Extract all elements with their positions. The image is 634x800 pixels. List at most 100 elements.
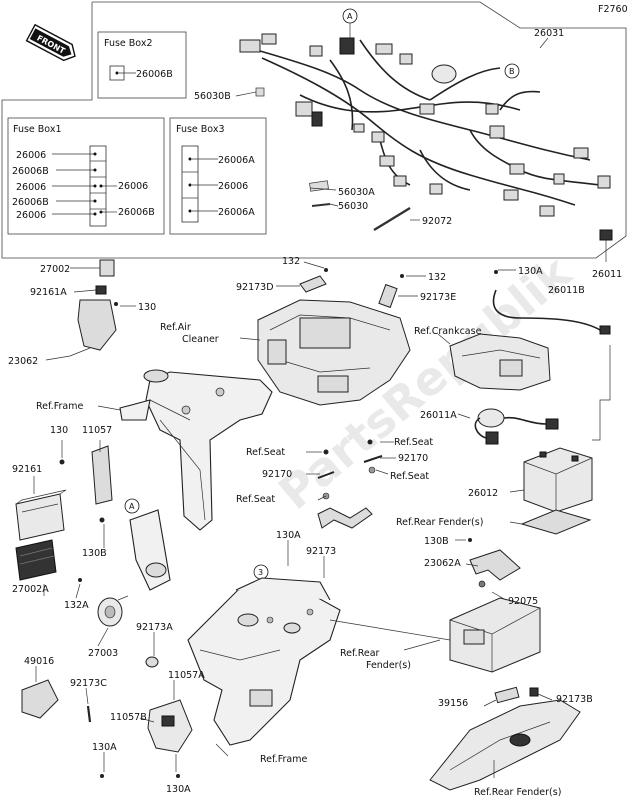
relay-26011a xyxy=(474,408,559,445)
part-labels: 26031 56030B 56030A 56030 92072 26011 27… xyxy=(8,28,622,798)
label-ref-seat-b: Ref.Seat xyxy=(246,447,285,458)
fuse-box3-part-1: 26006 xyxy=(218,181,248,192)
relay-27002 xyxy=(69,259,118,357)
label-92173D: 92173D xyxy=(236,282,274,293)
fuse-box1-title: Fuse Box1 xyxy=(13,124,61,135)
fuse-box3-part-0: 26006A xyxy=(218,155,255,166)
label-132-b: 132 xyxy=(428,272,446,283)
label-ref-rear-fender-b1: Ref.Rear xyxy=(340,648,380,659)
bracket-11057a xyxy=(147,699,193,753)
label-132-a: 132 xyxy=(282,256,300,267)
label-27002: 27002 xyxy=(40,264,70,275)
label-92170-a: 92170 xyxy=(262,469,292,480)
leader-lines xyxy=(33,37,607,778)
fuse-box1-right-1: 26006B xyxy=(118,207,155,218)
label-ref-air-1: Ref.Air xyxy=(160,322,191,333)
label-92161A: 92161A xyxy=(30,287,67,298)
fuse-box2-group: Fuse Box2 26006B xyxy=(97,31,187,99)
label-92075: 92075 xyxy=(508,596,538,607)
callout-A-top: A xyxy=(342,8,358,40)
ecu-unit xyxy=(15,489,67,541)
label-ref-frame-b: Ref.Frame xyxy=(260,754,307,765)
label-ref-rear-fender-c: Ref.Rear Fender(s) xyxy=(474,787,561,798)
label-92173C: 92173C xyxy=(70,678,107,689)
label-92173A: 92173A xyxy=(136,622,173,633)
main-frame xyxy=(119,369,273,591)
seat-bracket xyxy=(317,439,383,529)
label-92173: 92173 xyxy=(306,546,336,557)
fuse-box1-group: Fuse Box1 26006 26006B 26006 26006B 2600… xyxy=(7,117,165,235)
crankcase-shape xyxy=(449,333,551,391)
label-132A: 132A xyxy=(64,600,89,611)
label-ref-frame-a: Ref.Frame xyxy=(36,401,83,412)
label-39156: 39156 xyxy=(438,698,468,709)
regulator-27002a xyxy=(15,539,57,581)
fuse-box1-left-2: 26006 xyxy=(16,182,46,193)
bracket-92173e xyxy=(378,274,404,309)
label-130A-c: 130A xyxy=(92,742,117,753)
cover-49016 xyxy=(21,679,59,719)
label-130B-b: 130B xyxy=(424,536,449,547)
svg-text:A: A xyxy=(129,502,135,511)
label-ref-rear-fender-a: Ref.Rear Fender(s) xyxy=(396,517,483,528)
fuse-box1-left-4: 26006 xyxy=(16,210,46,221)
rear-fender xyxy=(429,686,581,791)
callout-B-top: B xyxy=(504,63,520,79)
label-26012: 26012 xyxy=(468,488,498,499)
svg-text:B: B xyxy=(509,67,515,76)
battery-26012 xyxy=(523,345,611,513)
label-130-b: 130 xyxy=(50,425,68,436)
fuse-box1-left-3: 26006B xyxy=(12,197,49,208)
figure-code: F2760 xyxy=(598,4,628,15)
fuse-box3-title: Fuse Box3 xyxy=(176,124,224,135)
label-92173E: 92173E xyxy=(420,292,456,303)
label-23062A: 23062A xyxy=(424,558,461,569)
bracket-23062a xyxy=(468,538,521,588)
fuse-box1-left-0: 26006 xyxy=(16,150,46,161)
label-26011A: 26011A xyxy=(420,410,457,421)
label-27003: 27003 xyxy=(88,648,118,659)
callout-3: 3 xyxy=(253,564,269,580)
fuse-box3-group: Fuse Box3 26006A 26006 26006A xyxy=(169,117,267,235)
subframe xyxy=(187,577,451,746)
label-23062: 23062 xyxy=(8,356,38,367)
fuse-box1-right-0: 26006 xyxy=(118,181,148,192)
bracket-92173d xyxy=(299,268,328,293)
sensor-lead-26011b xyxy=(492,270,611,335)
label-92170-b: 92170 xyxy=(398,453,428,464)
svg-text:3: 3 xyxy=(258,568,263,577)
label-11057: 11057 xyxy=(82,425,112,436)
label-92161: 92161 xyxy=(12,464,42,475)
label-11057A: 11057A xyxy=(168,670,205,681)
fuse-box3-part-2: 26006A xyxy=(218,207,255,218)
label-92173B: 92173B xyxy=(556,694,593,705)
label-49016: 49016 xyxy=(24,656,54,667)
bracket-11057 xyxy=(59,445,113,523)
label-130-a: 130 xyxy=(138,302,156,313)
clip-92173c xyxy=(86,705,180,778)
clamp-92173a xyxy=(145,656,159,668)
front-direction-badge: FRONT xyxy=(25,23,76,62)
label-27002A: 27002A xyxy=(12,584,49,595)
fuse-box2-title: Fuse Box2 xyxy=(104,38,152,49)
air-cleaner-housing xyxy=(257,299,411,406)
fuse-box1-left-1: 26006B xyxy=(12,166,49,177)
label-ref-crankcase: Ref.Crankcase xyxy=(414,326,482,337)
label-92072: 92072 xyxy=(422,216,452,227)
label-56030: 56030 xyxy=(338,201,368,212)
label-ref-seat-c: Ref.Seat xyxy=(390,471,429,482)
label-ref-rear-fender-b2: Fender(s) xyxy=(366,660,411,671)
fuse-box2-part-26006B: 26006B xyxy=(136,69,173,80)
horn-27003 xyxy=(78,578,129,627)
label-26011: 26011 xyxy=(592,269,622,280)
label-ref-seat-d: Ref.Seat xyxy=(236,494,275,505)
callout-A-frame: A xyxy=(124,498,140,514)
label-26011B: 26011B xyxy=(548,285,585,296)
battery-case xyxy=(449,597,541,673)
label-56030A: 56030A xyxy=(338,187,375,198)
main-wiring-harness xyxy=(239,33,613,241)
label-130A-b: 130A xyxy=(276,530,301,541)
harness-outline xyxy=(1,1,627,259)
